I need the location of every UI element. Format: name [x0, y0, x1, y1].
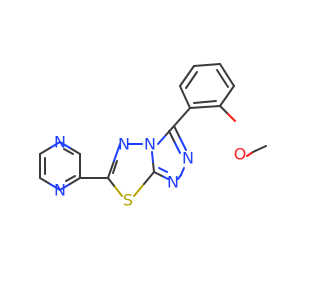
bond — [227, 113, 236, 122]
bond — [59, 183, 71, 191]
bond — [173, 125, 181, 139]
bond — [219, 105, 229, 115]
bond — [39, 177, 51, 185]
bond — [63, 148, 74, 155]
fused-nitrogen-label: N — [144, 135, 156, 154]
bond — [193, 100, 217, 104]
bond — [173, 107, 191, 127]
bond — [143, 171, 155, 185]
bond — [219, 63, 235, 87]
bond — [179, 137, 187, 151]
bond — [65, 175, 76, 182]
pyrazine-nitrogen-bottom-label: N — [54, 181, 66, 200]
bond — [107, 160, 115, 179]
bond — [177, 174, 182, 180]
bond — [165, 125, 175, 136]
bond — [161, 175, 169, 180]
bond — [133, 183, 145, 197]
pyrazine-nitrogen-top-label: N — [54, 133, 66, 152]
atom-label-layer: N N N N N N S O — [54, 133, 246, 210]
bond — [151, 151, 154, 163]
phenyl-ring — [179, 63, 235, 109]
pyrazine-ring — [39, 141, 81, 191]
thiadiazole-sulfur-label: S — [123, 191, 133, 210]
bond — [216, 69, 229, 88]
bond — [49, 183, 61, 191]
bond — [174, 142, 181, 154]
bond — [114, 186, 123, 197]
bond-layer — [39, 63, 267, 197]
bond — [69, 147, 81, 155]
bond — [158, 167, 168, 173]
bond — [112, 160, 118, 174]
bond — [157, 134, 167, 145]
bond — [219, 85, 235, 107]
bond — [39, 147, 51, 155]
bond — [185, 71, 198, 89]
thiadiazole-ring — [107, 143, 155, 197]
bond — [107, 177, 116, 188]
bond — [180, 167, 185, 176]
bond — [152, 161, 155, 173]
thiadiazole-nitrogen-label: N — [118, 135, 130, 154]
bond — [189, 105, 221, 109]
bond — [179, 85, 191, 109]
molecule-structure-diagram: N N N N N N S O — [39, 63, 267, 210]
bond — [168, 130, 176, 144]
triazole-ring — [153, 125, 187, 180]
bond — [246, 151, 254, 157]
bond — [59, 141, 71, 149]
bond — [49, 141, 61, 149]
bond — [252, 145, 267, 153]
bond — [193, 63, 221, 67]
bond — [153, 171, 163, 177]
bond — [113, 143, 121, 162]
methoxy-group — [219, 105, 267, 157]
bond — [69, 177, 81, 185]
triazole-nitrogen-lower-label: N — [167, 173, 179, 192]
triazole-nitrogen-upper-label: N — [182, 149, 194, 168]
bond — [179, 65, 195, 87]
methoxy-oxygen-label: O — [234, 145, 247, 164]
